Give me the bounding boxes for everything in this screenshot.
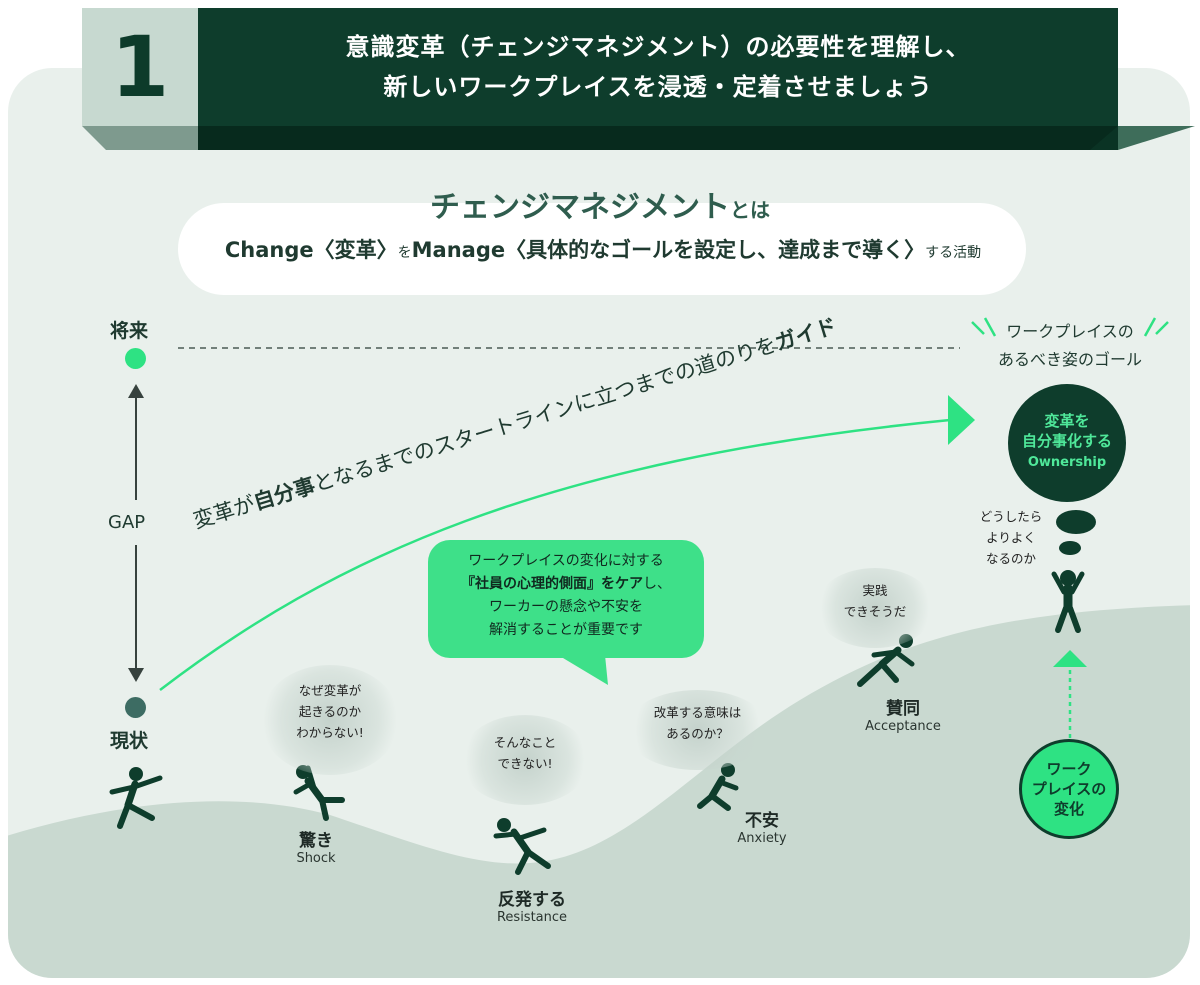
stage-resistance-jp: 反発する — [498, 890, 566, 910]
resistance-thought-glow — [460, 715, 590, 805]
acceptance-thought-line2: できそうだ — [843, 604, 907, 619]
stage-shock: 驚き Shock — [266, 826, 366, 866]
definition-title: チェンジマネジメントとは — [300, 182, 900, 226]
guide-arrowhead — [948, 395, 975, 445]
stage-anxiety-jp: 不安 — [745, 811, 779, 831]
current-label: 現状 — [110, 730, 149, 752]
acceptance-thought-glow — [815, 568, 935, 648]
definition-pill — [178, 203, 1026, 295]
resistance-thought: そんなこと できない! — [465, 732, 585, 774]
future-dot — [125, 348, 146, 369]
definition-change: Change〈変革〉 — [224, 238, 398, 262]
stage-acceptance-en: Acceptance — [865, 719, 941, 734]
stage-shock-jp: 驚き — [299, 831, 333, 851]
care-line2: 『社員の心理的側面』をケアし、 — [428, 573, 704, 596]
ownership-line2: 自分事化する — [1021, 432, 1112, 450]
thought-dot-large — [1056, 510, 1096, 534]
goal-title-line1: ワークプレイスの — [1006, 322, 1134, 341]
care-bubble: ワークプレイスの変化に対する 『社員の心理的側面』をケアし、 ワーカーの懸念や不… — [428, 540, 704, 658]
definition-activity: する活動 — [925, 245, 982, 261]
goal-thought-line3: なるのか — [985, 551, 1036, 566]
goal-thought-line2: よりよく — [986, 530, 1036, 545]
stage-resistance-en: Resistance — [496, 910, 568, 925]
anxiety-thought-line2: あるのか？ — [666, 726, 729, 741]
stage-shock-en: Shock — [296, 851, 336, 866]
workplace-change-circle: ワーク プレイスの 変化 — [1019, 739, 1119, 839]
goal-title: ワークプレイスの あるべき姿のゴール — [980, 318, 1160, 374]
figure-current-icon — [109, 767, 163, 829]
shock-thought-line2: 起きるのか — [298, 704, 362, 719]
guide-curve — [159, 418, 951, 691]
definition-term-suffix: とは — [730, 198, 770, 222]
stage-acceptance: 賛同 Acceptance — [848, 694, 958, 734]
section-title-line1: 意識変革（チェンジマネジメント）の必要性を理解し、 — [345, 33, 971, 61]
goal-thought-line1: どうしたら — [979, 509, 1043, 524]
sparkle-right-2 — [1155, 321, 1169, 335]
thought-dot-small — [1059, 541, 1081, 555]
banner-foot-dark — [198, 126, 1118, 150]
gap-arrowhead-up — [128, 384, 144, 398]
shock-thought-line1: なぜ変革が — [298, 683, 362, 698]
sparkle-left-1 — [971, 321, 985, 335]
figure-ownership-icon — [1051, 570, 1085, 633]
gap-arrowhead-down — [128, 668, 144, 682]
goal-title-line2: あるべき姿のゴール — [997, 350, 1142, 369]
workplace-change-line2: プレイスの — [1031, 780, 1107, 798]
stage-anxiety-en: Anxiety — [737, 831, 787, 846]
definition-term: チェンジマネジメント — [430, 190, 730, 225]
stage-resistance: 反発する Resistance — [472, 885, 592, 925]
definition-particle: を — [397, 245, 412, 261]
stage-anxiety: 不安 Anxiety — [712, 806, 812, 846]
shock-thought-line3: わからない! — [296, 725, 364, 740]
definition-body: Change〈変革〉をManage〈具体的なゴールを設定し、達成まで導く〉する活… — [180, 234, 1026, 264]
ownership-circle: 変革を 自分事化する Ownership — [1008, 384, 1126, 502]
care-line2-bold: 『社員の心理的側面』をケア — [461, 576, 643, 592]
acceptance-thought: 実践 できそうだ — [815, 580, 935, 622]
banner-foot-left — [82, 126, 198, 150]
anxiety-thought-line1: 改革する意味は — [653, 705, 742, 720]
sparkle-left-2 — [983, 317, 997, 337]
anxiety-thought-glow — [625, 690, 770, 770]
resistance-thought-line2: できない! — [497, 756, 553, 771]
current-dot — [125, 697, 146, 718]
shock-thought-glow — [260, 665, 400, 775]
banner-foot-right — [1090, 126, 1118, 150]
section-title-line2: 新しいワークプレイスを浸透・定着させましょう — [383, 73, 933, 101]
care-line2-rest: し、 — [643, 576, 671, 592]
definition-manage: Manage〈具体的なゴールを設定し、達成まで導く〉 — [411, 238, 926, 262]
care-line4: 解消することが重要です — [489, 622, 643, 638]
acceptance-thought-line1: 実践 — [862, 583, 888, 598]
ownership-line1: 変革を — [1044, 412, 1090, 430]
section-title: 意識変革（チェンジマネジメント）の必要性を理解し、 新しいワークプレイスを浸透・… — [198, 8, 1118, 126]
care-line3: ワーカーの懸念や不安を — [489, 599, 643, 615]
figure-resistance-icon — [493, 818, 551, 875]
gap-label: GAP — [108, 512, 146, 533]
bubble-tail — [558, 655, 608, 685]
banner-number-box — [82, 8, 198, 126]
sparkle-right-1 — [1143, 317, 1157, 337]
anxiety-thought: 改革する意味は あるのか？ — [630, 702, 765, 744]
workplace-change-line1: ワーク — [1046, 760, 1092, 778]
ownership-en: Ownership — [1027, 455, 1107, 470]
workplace-change-line3: 変化 — [1053, 800, 1084, 818]
resistance-thought-line1: そんなこと — [493, 735, 557, 750]
figure-anxiety-icon — [697, 763, 739, 811]
banner-side-right — [1118, 126, 1195, 150]
shock-thought: なぜ変革が 起きるのか わからない! — [270, 680, 390, 743]
section-number: 1 — [110, 18, 170, 116]
stage-acceptance-jp: 賛同 — [886, 699, 920, 719]
care-line1: ワークプレイスの変化に対する — [468, 553, 664, 569]
future-label: 将来 — [110, 320, 149, 342]
ownership-up-arrow — [1053, 650, 1087, 667]
hill-shape — [8, 605, 1190, 978]
goal-thought: どうしたら よりよく なるのか — [966, 506, 1056, 569]
